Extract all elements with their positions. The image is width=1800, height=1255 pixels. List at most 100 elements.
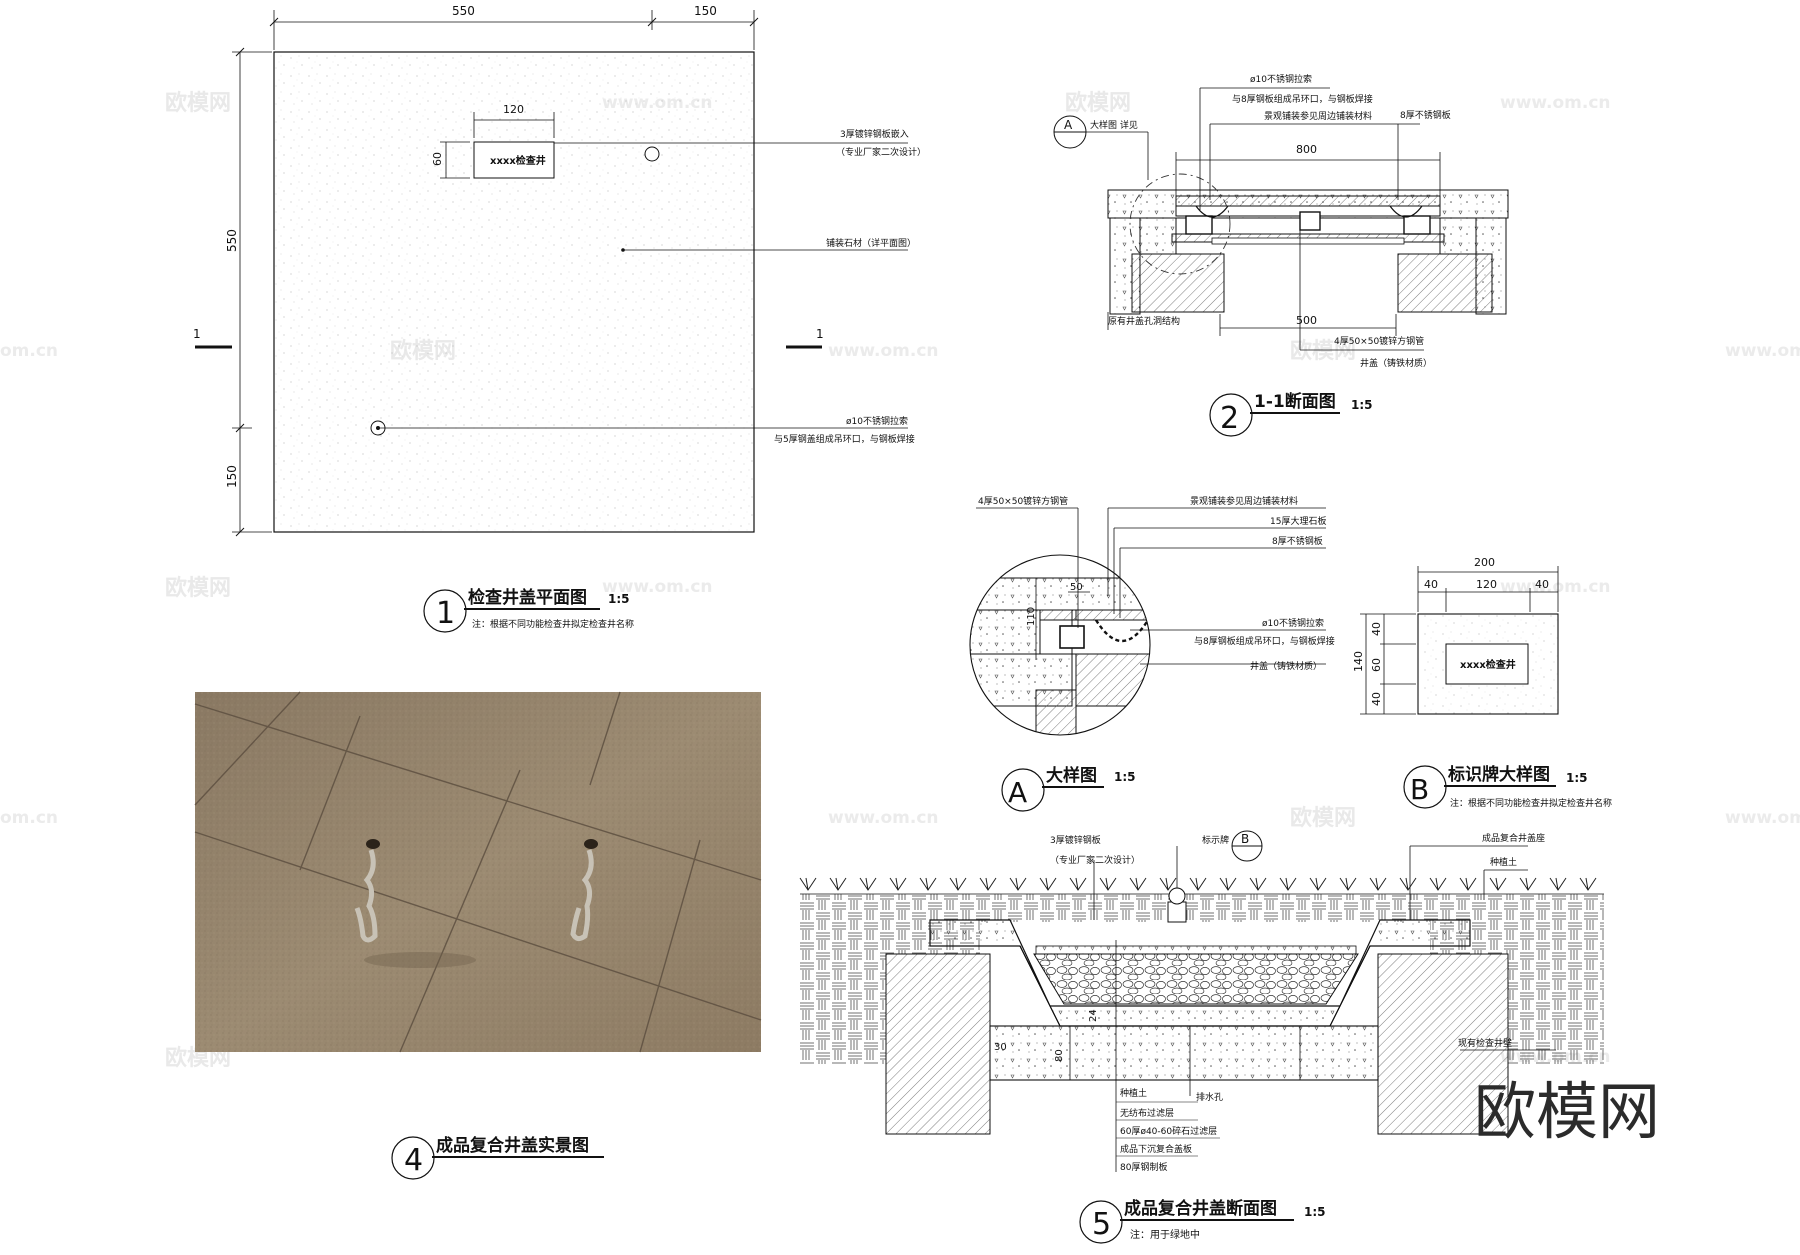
dim-40d: 40	[1370, 692, 1383, 706]
detail-b-scale: 1:5	[1566, 771, 1588, 785]
title-number: A	[1008, 776, 1027, 809]
watermark-cn: 欧模网	[165, 575, 231, 601]
detail-b: xxxx检查井 200 40 120 40 140 40 60 40 B 标识牌…	[1352, 556, 1612, 809]
label-cable: ø10不锈钢拉索	[1250, 73, 1312, 85]
sign-text: xxxx检查井	[490, 154, 546, 167]
title-number: 5	[1092, 1207, 1111, 1242]
label-drain: 排水孔	[1196, 1091, 1223, 1103]
dim-110: 110	[1026, 607, 1037, 626]
dim-30: 30	[994, 1042, 1007, 1053]
plan-title: 检查井盖平面图	[468, 587, 587, 608]
title-number: 1	[436, 596, 455, 631]
callout-a: A	[1064, 118, 1073, 132]
watermark-url: www.om.cn	[1500, 93, 1611, 113]
callout-b: B	[1241, 832, 1249, 846]
dim-140: 140	[1352, 651, 1365, 672]
label-paving: 景观铺装参见周边铺装材料	[1264, 110, 1372, 122]
watermark-cn: 欧模网	[1290, 805, 1356, 831]
watermark-url: om.cn	[0, 808, 58, 828]
section-mark-right: 1	[816, 327, 824, 341]
note-plate-2: （专业厂家二次设计）	[836, 146, 926, 158]
pull-ring-hole	[644, 146, 660, 162]
watermark-url: www.om.cn	[1725, 341, 1800, 361]
detail-a-scale: 1:5	[1114, 770, 1136, 784]
dim-40b: 40	[1535, 578, 1549, 591]
dim-200: 200	[1474, 556, 1495, 569]
dim-50: 50	[1070, 582, 1083, 593]
label-galv-plate-2: （专业厂家二次设计）	[1050, 854, 1140, 866]
label-frame-seat: 成品复合井盖座	[1482, 832, 1545, 844]
label-wall: 现有检查井壁	[1458, 1037, 1512, 1049]
dim-120: 120	[1476, 578, 1497, 591]
sign-text: xxxx检查井	[1460, 658, 1516, 671]
label-galv-plate: 3厚镀锌钢板	[1050, 834, 1101, 846]
note-cable: ø10不锈钢拉索	[846, 415, 908, 427]
section-1-1: A 大样图 详见 800 ø10不锈钢拉索 与8厚钢板组成吊环口，与钢板焊接 景…	[1053, 73, 1509, 437]
watermark-cn: 欧模网	[165, 90, 231, 116]
label-ring: 与8厚钢板组成吊环口，与钢板焊接	[1232, 93, 1373, 105]
dim-sign-w: 120	[503, 103, 524, 116]
dim-60: 60	[1370, 658, 1383, 672]
detail-b-title: 标识牌大样图	[1448, 764, 1550, 785]
dim-sign-h: 60	[431, 152, 444, 166]
label-existing: 原有井盖孔洞结构	[1108, 315, 1180, 327]
watermark-url: www.om.cn	[1725, 808, 1800, 828]
watermark-cn: 欧模网	[1065, 90, 1131, 116]
plan-note: 注：根据不同功能检查井拟定检查井名称	[472, 618, 634, 630]
detail-a: 50 110 4厚50×50镀锌方钢管 景观铺装参见周边铺装材料 15厚大理石板…	[969, 495, 1335, 812]
label-sign: 标示牌	[1202, 834, 1229, 846]
note-plate: 3厚镀锌钢板嵌入	[840, 128, 909, 140]
label-b5: 80厚钢制板	[1120, 1161, 1167, 1173]
section-5: 24 30 80 3厚镀锌钢板 （专业厂家二次设计） 标示牌 B 成品复合井盖座…	[799, 830, 1604, 1244]
dim-500: 500	[1296, 314, 1317, 327]
label-cover: 井盖（铸铁材质）	[1360, 357, 1432, 369]
section5-note: 注：用于绿地中	[1130, 1228, 1200, 1241]
detail-b-note: 注：根据不同功能检查井拟定检查井名称	[1450, 797, 1612, 809]
watermark-url: www.om.cn	[828, 808, 939, 828]
detail-a-title: 大样图	[1046, 765, 1097, 786]
watermark-cn: 欧模网	[1290, 338, 1356, 364]
sign-plate	[473, 141, 555, 179]
dim-left-a: 550	[225, 229, 239, 252]
label-stainless: 8厚不锈钢板	[1400, 109, 1451, 121]
label-b4: 成品下沉复合盖板	[1120, 1143, 1192, 1155]
detail-a-tube: 4厚50×50镀锌方钢管	[978, 495, 1068, 507]
detail-a-marble: 15厚大理石板	[1270, 515, 1326, 527]
section-title: 1-1断面图	[1254, 391, 1336, 412]
photo-title: 成品复合井盖实景图	[436, 1135, 589, 1156]
dim-24: 24	[1088, 1009, 1099, 1022]
dim-top-b: 150	[694, 4, 717, 18]
label-b2: 无纺布过滤层	[1120, 1107, 1174, 1119]
detail-a-paving: 景观铺装参见周边铺装材料	[1190, 495, 1298, 507]
detail-a-cover: 井盖（铸铁材质）	[1250, 660, 1322, 672]
dim-800: 800	[1296, 143, 1317, 156]
dim-40a: 40	[1424, 578, 1438, 591]
label-soil-top: 种植土	[1490, 856, 1517, 868]
label-b3: 60厚ø40-60碎石过滤层	[1120, 1125, 1217, 1137]
note-stone: 铺装石材（详平面图）	[826, 237, 916, 249]
title-number: B	[1410, 773, 1429, 806]
callout-a-text: 大样图 详见	[1090, 119, 1138, 131]
cover-plate	[273, 51, 755, 533]
brand-watermark: 欧模网	[1474, 1075, 1660, 1148]
photo-panel: 4 成品复合井盖实景图	[194, 691, 762, 1180]
dim-top-a: 550	[452, 4, 475, 18]
label-tube: 4厚50×50镀锌方钢管	[1334, 335, 1424, 347]
dim-80: 80	[1054, 1049, 1065, 1062]
title-number: 2	[1220, 401, 1239, 436]
dim-left-b: 150	[225, 465, 239, 488]
title-number: 4	[404, 1143, 423, 1178]
section-mark-left: 1	[193, 327, 201, 341]
dim-40c: 40	[1370, 622, 1383, 636]
detail-a-ring: 与8厚钢板组成吊环口，与钢板焊接	[1194, 635, 1335, 647]
section5-title: 成品复合井盖断面图	[1124, 1198, 1277, 1219]
plan-view: 550 150 550 150 xxxx检查井 120 60 3厚镀锌钢板嵌入 …	[193, 4, 926, 633]
plan-scale: 1:5	[608, 592, 630, 606]
label-b1: 种植土	[1120, 1087, 1147, 1099]
detail-a-cable: ø10不锈钢拉索	[1262, 617, 1324, 629]
note-cable-2: 与5厚钢盖组成吊环口，与钢板焊接	[774, 433, 915, 445]
watermark-url: om.cn	[0, 341, 58, 361]
watermark-url: www.om.cn	[602, 577, 713, 597]
section5-scale: 1:5	[1304, 1205, 1326, 1219]
